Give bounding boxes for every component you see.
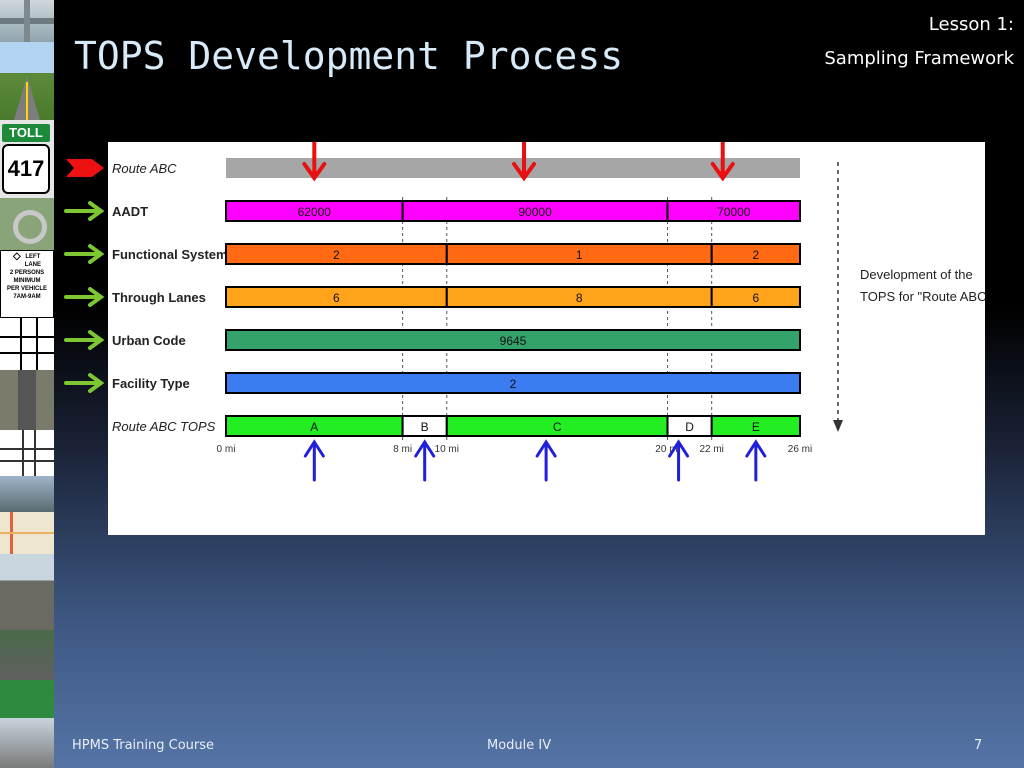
bar-segment [666,200,801,222]
segment-value: 1 [576,248,583,262]
sidebar-photo-street [0,630,54,680]
sidebar-toll-sign: TOLL 417 [0,120,54,198]
red-down-arrow-icon [710,134,735,182]
row-label: Route ABC [112,161,177,176]
blue-up-arrow-icon [303,439,325,482]
row-label: Functional System [112,247,228,262]
red-pointer-icon [66,159,104,177]
lane-sign-line: PER VEHICLE [6,286,47,292]
lesson-number: Lesson 1: [928,14,1014,35]
footer-page-number: 7 [974,738,983,753]
sidebar-image-strip: TOLL 417 ◇ LEFT LANE 2 PERSONS MINIMUM PE… [0,0,54,768]
segment-value: 70000 [717,205,751,219]
axis-tick-label: 22 mi [699,444,723,455]
green-arrow-icon [64,244,105,264]
bar-segment [225,372,801,394]
lane-sign-line: LANE [24,262,42,268]
axis-tick-label: 8 mi [393,444,412,455]
blue-up-arrow-icon [414,439,436,482]
green-arrow-icon [64,373,105,393]
segment-value: B [421,420,429,434]
sidebar-map [0,512,54,554]
axis-tick-label: 0 mi [217,444,236,455]
blue-up-arrow-icon [668,439,690,482]
page-title: TOPS Development Process [74,34,624,78]
sidebar-intersection-diagram [0,318,54,370]
sidebar-photo-highway [0,42,54,120]
bar-segment [710,286,802,308]
sidebar-photo-bridge [0,476,54,512]
row-label: Urban Code [112,333,186,348]
footer-course: HPMS Training Course [72,738,215,753]
blue-up-arrow-icon [535,439,557,482]
lane-sign-line: LEFT [25,254,41,260]
route-shield-icon: 417 [2,144,50,194]
segment-value: 2 [333,248,340,262]
bar-segment [225,329,801,351]
row-label: Route ABC TOPS [112,419,216,434]
lesson-header: Lesson 1: Sampling Framework [824,8,1014,76]
red-down-arrow-icon [512,134,537,182]
development-note: TOPS for "Route ABC" [860,289,985,304]
sidebar-photo-traffic [0,554,54,630]
axis-tick-label: 20 mi [655,444,679,455]
lane-sign-line: MINIMUM [13,278,41,284]
green-arrow-icon [64,287,105,307]
segment-value: 6 [333,291,340,305]
segment-value: 8 [576,291,583,305]
sidebar-photo-overpass [0,0,54,42]
progress-arrowhead-icon [833,420,843,432]
lane-sign-line: 2 PERSONS [9,270,45,276]
axis-tick-label: 26 mi [788,444,812,455]
row-label: Facility Type [112,376,190,391]
sidebar-intersection-icon [0,430,54,476]
segment-value: E [752,420,760,434]
bar-segment [710,243,802,265]
segment-value: 62000 [298,205,332,219]
segment-value: 9645 [500,334,527,348]
row-label: Through Lanes [112,290,206,305]
segment-value: A [310,420,318,434]
red-down-arrow-icon [302,134,327,182]
green-arrow-icon [64,330,105,350]
sidebar-photo-highway-traffic [0,718,54,768]
diamond-icon: ◇ [12,251,21,262]
route-number: 417 [7,156,45,181]
sidebar-photo-lane-markings [0,680,54,718]
segment-value: 90000 [518,205,552,219]
toll-sign-label: TOLL [2,124,50,142]
segment-value: 2 [753,248,760,262]
green-arrow-icon [64,201,105,221]
segment-value: C [553,420,562,434]
segment-value: D [685,420,694,434]
bar-segment [710,415,802,437]
footer-module: Module IV [487,738,552,753]
row-label: AADT [112,204,148,219]
sidebar-photo-road-aerial [0,370,54,430]
lesson-subtitle: Sampling Framework [824,48,1014,69]
bar-segment [226,158,800,178]
blue-up-arrow-icon [745,439,767,482]
sidebar-lane-sign: ◇ LEFT LANE 2 PERSONS MINIMUM PER VEHICLE… [0,250,54,318]
lane-sign-line: 7AM-9AM [13,294,41,300]
axis-tick-label: 10 mi [435,444,459,455]
segment-value: 6 [753,291,760,305]
sidebar-photo-roundabout [0,198,54,250]
segment-value: 2 [510,377,517,391]
development-note: Development of the [860,267,973,282]
